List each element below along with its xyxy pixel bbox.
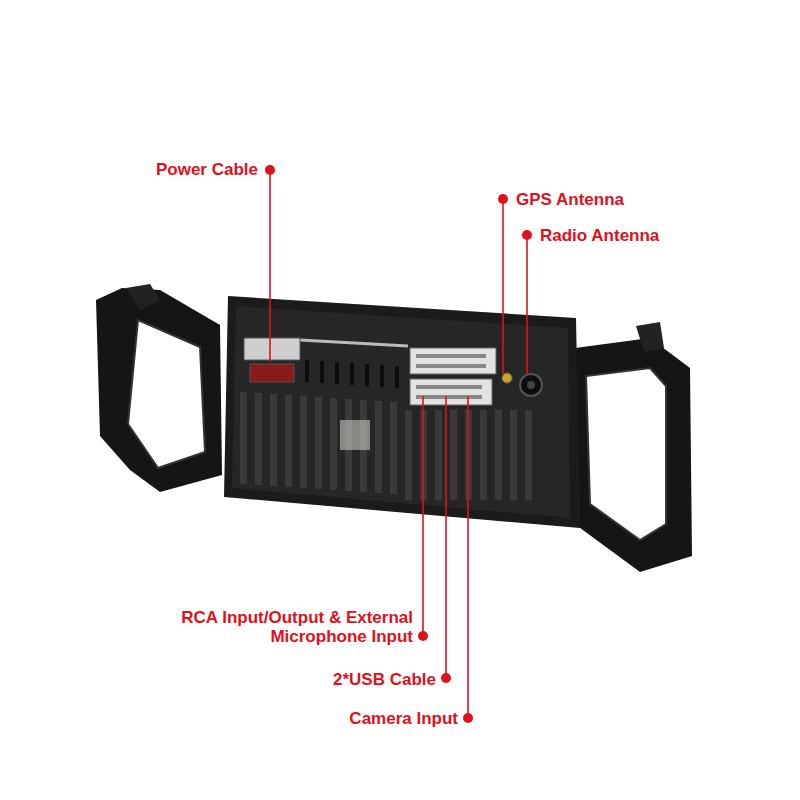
connector-pins: [416, 354, 486, 399]
left-tab: [126, 284, 160, 310]
vent-slots-top: [305, 360, 399, 388]
right-bracket: [560, 338, 692, 572]
right-window: [586, 368, 666, 540]
housing-face: [232, 306, 570, 518]
callout-label: Camera Input: [349, 709, 458, 728]
gps-socket: [502, 373, 512, 383]
housing-stripe: [300, 340, 408, 346]
left-window: [128, 320, 205, 468]
callout-label: 2*USB Cable: [333, 670, 436, 689]
left-bracket: [96, 288, 222, 492]
heat-sink-highlight: [340, 420, 370, 450]
radio-socket: [520, 374, 542, 396]
callout-label: Radio Antenna: [540, 226, 659, 245]
callout-label: Power Cable: [156, 160, 258, 179]
callout-label: RCA Input/Output & External Microphone I…: [151, 608, 413, 646]
power-connector-lower: [250, 364, 294, 382]
heat-sink-fins: [240, 392, 532, 500]
rca-connector: [410, 348, 496, 374]
callout-label: GPS Antenna: [516, 190, 624, 209]
power-connector: [244, 338, 300, 360]
radio-socket-core: [527, 381, 535, 389]
right-tab: [636, 322, 664, 352]
